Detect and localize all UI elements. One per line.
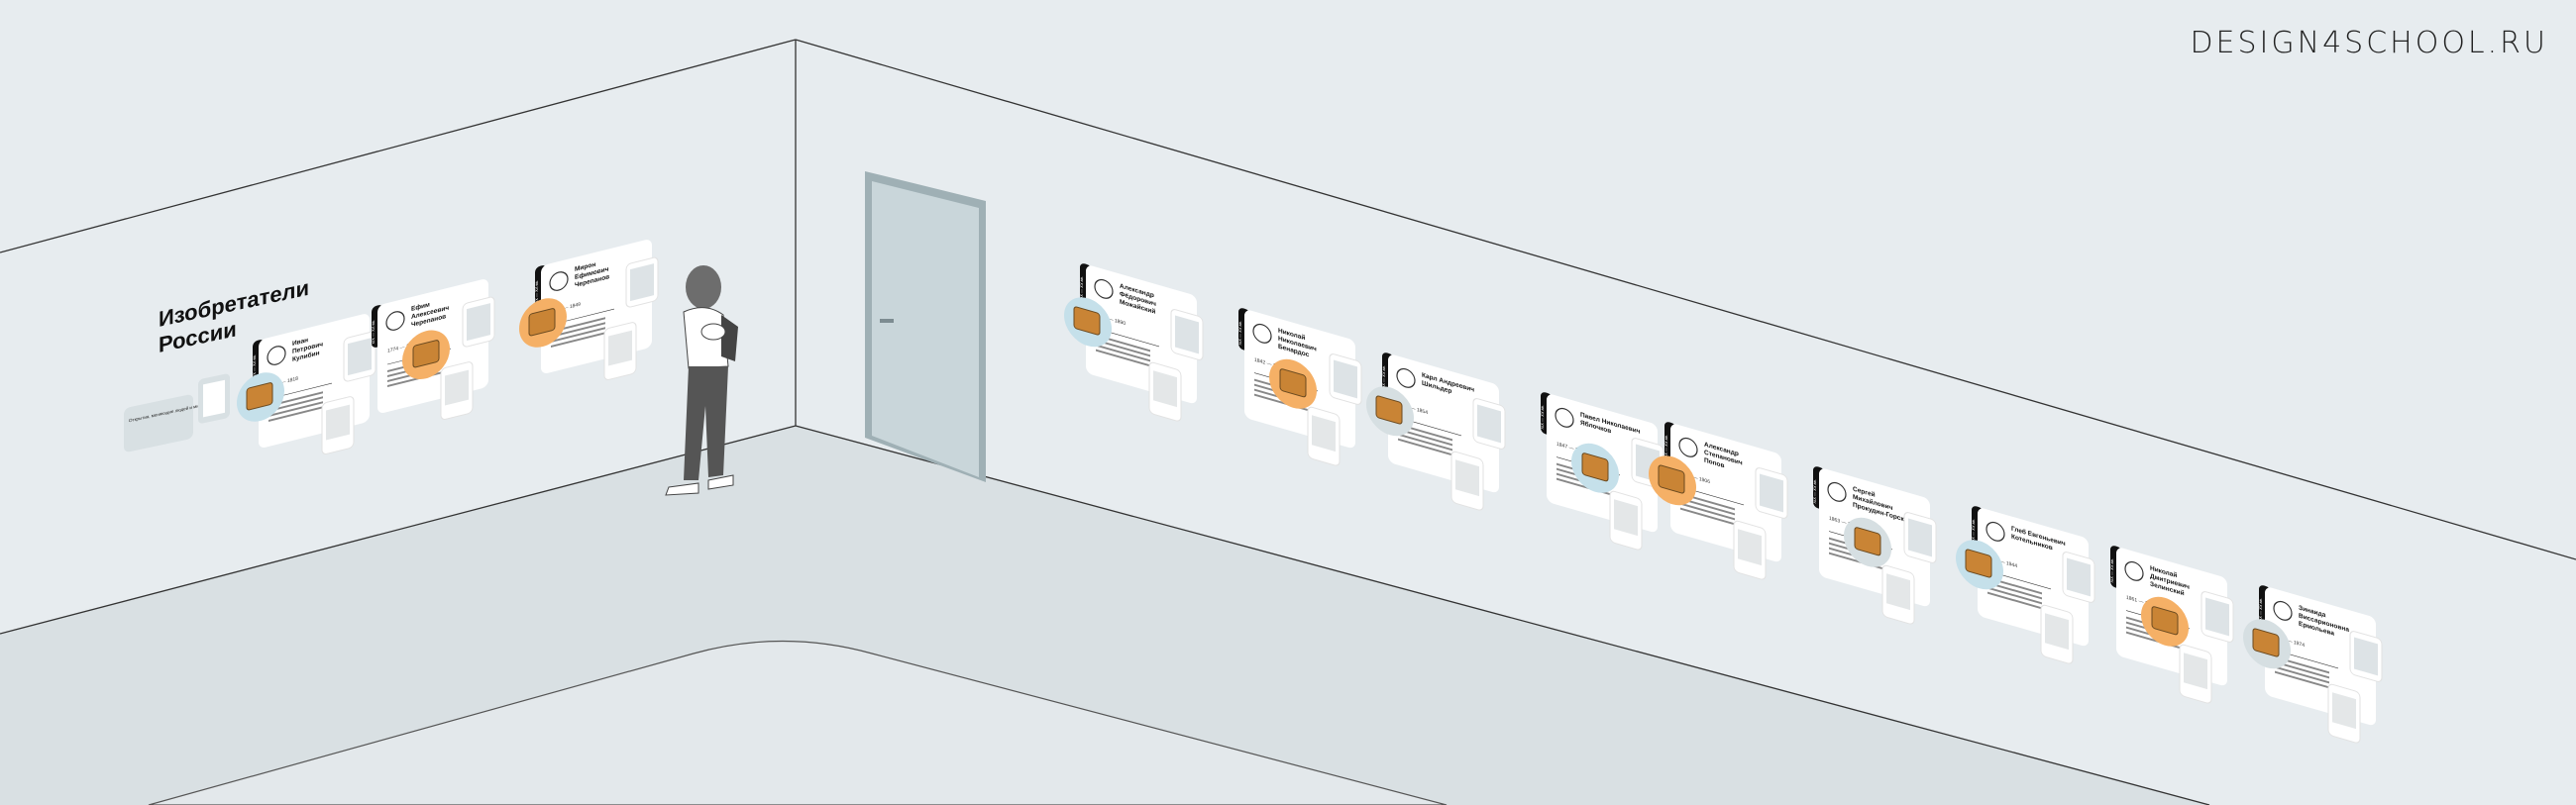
era-label: XIX — XX вв.	[1812, 478, 1817, 504]
inventor-panel[interactable]: XIX — XX вв.НиколайНиколаевичБенардос184…	[1237, 307, 1362, 473]
inventor-panel[interactable]: XIX — XX вв.НиколайДмитриевичЗелинский18…	[2109, 545, 2234, 711]
portrait-icon	[1555, 407, 1574, 428]
portrait-icon	[2124, 560, 2144, 581]
era-label: XIX — XX вв.	[1237, 320, 1242, 346]
locomotive-icon	[528, 308, 556, 337]
wall-lines	[0, 39, 2576, 805]
lamp-icon	[1581, 453, 1609, 482]
inventor-name: Иван	[292, 337, 308, 348]
portrait-icon	[1252, 323, 1272, 344]
era-label: XIX — XX вв.	[2109, 557, 2114, 583]
inventor-panel[interactable]: XIX — XX вв.Павел НиколаевичЯблочков1847…	[1540, 391, 1664, 557]
floor-curve	[148, 640, 1448, 805]
radio-icon	[1658, 464, 1685, 494]
photo-thumbnail	[1908, 518, 1932, 557]
photo-thumbnail	[1334, 359, 1357, 399]
parachute-icon	[1965, 549, 1992, 578]
era-label: XIX — XX вв.	[1381, 364, 1386, 390]
inventor-panel[interactable]: XIX — XX вв.Глеб ЕвгеньевичКотельников18…	[1956, 500, 2095, 670]
portrait-icon	[385, 311, 405, 331]
inventor-panel[interactable]: XIX — XX вв.АлександрФёдоровичМожайский1…	[1064, 257, 1204, 428]
visitor-figure	[665, 265, 738, 496]
portrait-icon	[1678, 437, 1698, 457]
portrait-icon	[549, 271, 569, 291]
photo-thumbnail	[2354, 637, 2378, 676]
era-label: XIX — XX вв.	[534, 280, 539, 306]
era-label: XIX — XX вв.	[2258, 597, 2263, 623]
portrait-icon	[1986, 521, 2005, 542]
photo-thumbnail	[1760, 473, 1783, 513]
portrait-icon	[267, 346, 286, 365]
door[interactable]	[865, 171, 986, 482]
portrait-icon	[2273, 600, 2293, 621]
photo-thumbnail	[2067, 557, 2091, 597]
portrait-icon	[1827, 481, 1847, 502]
photo-thumbnail	[1477, 404, 1501, 444]
inventor-panel[interactable]: XIX — XX вв.АлександрСтепановичПопов1859…	[1649, 416, 1788, 586]
photo-thumbnail	[348, 338, 372, 376]
inventor-panel[interactable]: XIX — XX вв.ЕфимАлексеевичЧерепанов1774 …	[371, 276, 495, 438]
carriage-icon	[246, 382, 273, 411]
portrait-icon	[1396, 367, 1416, 388]
welder-icon	[1279, 368, 1307, 398]
door-handle-icon[interactable]	[880, 319, 894, 323]
era-label: XIX — XX вв.	[1971, 518, 1976, 544]
era-label: XIX — XX вв.	[1079, 275, 1084, 301]
locomotive-icon	[412, 340, 440, 368]
photo-thumbnail	[1175, 315, 1199, 354]
brand-logo[interactable]: DESIGN4SCHOOL.RU	[2190, 26, 2548, 60]
era-label: XIX — XX вв.	[371, 320, 376, 346]
airplane-icon	[1073, 306, 1101, 336]
era-label: XIX — XX вв.	[252, 354, 257, 380]
inventor-name: Ефим	[411, 301, 430, 313]
submarine-icon	[1375, 395, 1403, 425]
era-label: XIX — XX вв.	[1540, 404, 1545, 430]
photo-thumbnail	[467, 303, 490, 342]
camera-icon	[1854, 527, 1881, 556]
photo-thumbnail	[630, 263, 654, 302]
inventor-panel[interactable]: XIX — XX вв.СергейМихайловичПрокудин-Гор…	[1812, 465, 1937, 632]
portrait-icon	[1094, 278, 1114, 299]
photo-thumbnail	[2205, 597, 2229, 637]
inventor-panel[interactable]: XIX — XX вв.ЗинаидаВиссарионовнаЕрмольев…	[2243, 579, 2383, 750]
microscope-icon	[2252, 628, 2280, 657]
gas-mask-icon	[2151, 606, 2179, 636]
era-label: XIX — XX вв.	[1664, 434, 1668, 459]
